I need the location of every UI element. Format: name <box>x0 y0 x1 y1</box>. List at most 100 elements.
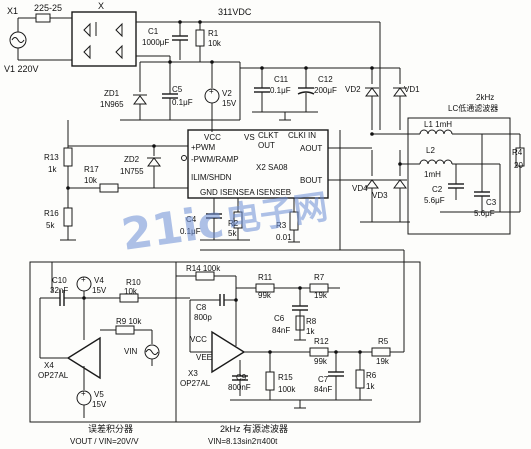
ic-gnd: GND ISENSEA ISENSEB <box>200 188 291 197</box>
capacitor-c10 <box>40 262 120 306</box>
r15-label: R15 <box>278 373 293 382</box>
caption-right-title: 2kHz 有源滤波器 <box>220 423 288 434</box>
r16-value: 5k <box>46 221 55 230</box>
bridge-rectifier <box>71 11 170 67</box>
v4-label: V4 <box>94 276 104 285</box>
r6-label: R6 <box>366 371 377 380</box>
c10-value: 32nF <box>50 286 68 295</box>
bridge-label: X <box>98 1 104 11</box>
ic-vcc: VCC <box>204 133 221 142</box>
resistor-r5 <box>360 347 404 357</box>
resistor-r12 <box>256 347 360 357</box>
r13-value: 1k <box>48 165 57 174</box>
vd3-label: VD3 <box>372 191 388 200</box>
c2-value: 5.6μF <box>424 196 445 205</box>
r10-value: 10k <box>124 287 138 296</box>
resistor-r6 <box>355 352 365 400</box>
c1-value: 1000μF <box>142 38 169 47</box>
resistor-r17 <box>68 183 188 193</box>
r15-value: 100k <box>278 385 296 394</box>
l2-value: 1mH <box>424 170 441 179</box>
zd1-value: 1N965 <box>100 100 124 109</box>
r17-value: 10k <box>84 176 98 185</box>
r14-label: R14 100k <box>186 264 221 273</box>
inductor-l2 <box>400 159 500 165</box>
r7-label: R7 <box>314 273 325 282</box>
resistor-r13 <box>63 120 73 208</box>
resistor-r3 <box>288 198 300 243</box>
ic-clkt: CLKT <box>258 131 279 140</box>
v5-value: 15V <box>92 400 107 409</box>
svg-text:+: + <box>81 275 86 284</box>
c1-label: C1 <box>148 27 159 36</box>
ac-source <box>9 13 72 61</box>
x4-label: X4 <box>44 361 54 370</box>
resistor-r4 <box>515 134 525 212</box>
r1-value: 10k <box>208 39 222 48</box>
ic-clki: CLKI IN <box>288 131 316 140</box>
resistor-r10 <box>119 293 176 303</box>
r1-label: R1 <box>208 29 219 38</box>
x3-label: X3 <box>188 369 198 378</box>
resistor-r11 <box>236 283 300 293</box>
r3-value: 0.01 <box>276 233 292 242</box>
r10-label: R10 <box>126 278 141 287</box>
vd4-label: VD4 <box>352 184 368 193</box>
svg-text:+: + <box>81 389 86 398</box>
source-ref: X1 <box>7 6 18 16</box>
active-filter-box <box>175 261 421 423</box>
v5-label: V5 <box>94 390 104 399</box>
lc-filter-box <box>407 117 511 235</box>
watermark-logo: 21ic <box>118 196 227 261</box>
capacitor-c8 <box>190 294 236 306</box>
sa08-chip <box>187 129 329 199</box>
x3-value: OP27AL <box>180 379 211 388</box>
c6-value: 84nF <box>272 326 290 335</box>
c6-label: C6 <box>274 314 285 323</box>
l1-label: L1 1mH <box>424 120 452 129</box>
x3-vcc: VCC <box>190 335 207 344</box>
resistor-r14 <box>176 271 236 281</box>
capacitor-c11 <box>254 68 270 112</box>
r3-label: R3 <box>276 221 287 230</box>
zener-zd2 <box>147 146 161 188</box>
r11-label: R11 <box>258 273 273 282</box>
ic-vs: VS <box>244 133 255 142</box>
c7-label: C7 <box>318 375 329 384</box>
ic-name: X2 SA08 <box>256 163 288 172</box>
r17-label: R17 <box>84 165 99 174</box>
r11-value: 99k <box>258 291 272 300</box>
l2-label: L2 <box>426 146 435 155</box>
r5-label: R5 <box>378 337 389 346</box>
c8-value: 800p <box>194 313 212 322</box>
c4-value: 0.1μF <box>180 227 201 236</box>
capacitor-c12 <box>297 68 315 112</box>
r7-value: 19k <box>314 291 328 300</box>
inductor-l1 <box>372 129 520 135</box>
r4-label: R4 <box>512 148 523 157</box>
r9-label: R9 10k <box>116 317 142 326</box>
resistor-r1 <box>195 22 205 62</box>
c4-label: C4 <box>186 215 197 224</box>
x4-value: OP27AL <box>38 371 69 380</box>
c5-value: 0.1μF <box>172 98 193 107</box>
resistor-r15 <box>265 352 275 400</box>
c9-value: 800nF <box>228 383 251 392</box>
c8-label: C8 <box>196 303 207 312</box>
c9-label: C9 <box>236 373 247 382</box>
capacitor-c2 <box>448 164 464 200</box>
lc-title-1: 2kHz <box>476 93 494 102</box>
caption-left-title: 误差积分器 <box>88 423 133 434</box>
c2-label: C2 <box>432 185 443 194</box>
c3-value: 5.6μF <box>474 209 495 218</box>
junctions <box>66 20 402 354</box>
source-v4: + <box>76 275 92 340</box>
source-v5: + <box>76 389 92 418</box>
capacitor-c4 <box>206 213 222 240</box>
capacitor-c7 <box>328 352 344 400</box>
resistor-r2 <box>233 198 243 240</box>
capacitor-c6 <box>292 288 308 340</box>
capacitor-c5 <box>162 62 178 120</box>
